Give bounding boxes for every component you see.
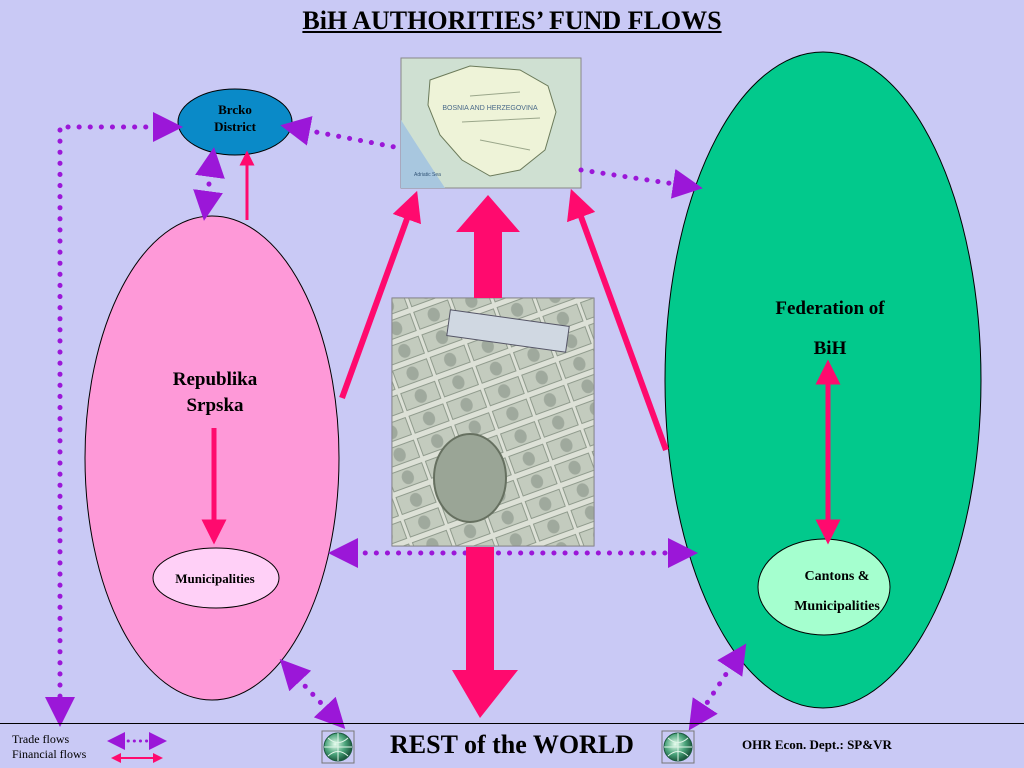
globe-icon-left — [321, 730, 355, 764]
rest-of-world-label: REST of the WORLD — [390, 730, 634, 759]
trade-flow-brcko-rs — [193, 147, 225, 221]
bih-map-image: BOSNIA AND HERZEGOVINA Adriatic Sea — [400, 57, 582, 189]
map-sea-label: Adriatic Sea — [414, 172, 441, 178]
globe-icon-right — [661, 730, 695, 764]
rs-municipalities-label: Municipalities — [175, 571, 255, 586]
credit-label: OHR Econ. Dept.: SP&VR — [742, 737, 892, 752]
cantons-label-line2: Municipalities — [794, 599, 880, 614]
trade-flow-federation-world — [688, 643, 747, 731]
federation-label-line1: Federation of — [775, 298, 885, 319]
federation-label-line2: BiH — [813, 338, 847, 359]
trade-flow-map-federation — [578, 167, 703, 199]
rs-label-line1: Republika — [172, 369, 258, 390]
cantons-label: Cantons & Municipalities — [762, 562, 912, 622]
financial-flow-rs-state — [339, 190, 421, 400]
legend-trade-label: Trade flows — [12, 732, 70, 746]
financial-flow-fed-state — [567, 188, 669, 452]
money-image — [391, 297, 595, 547]
federation-label: Federation of BiH — [740, 289, 920, 369]
cantons-label-line1: Cantons & — [804, 569, 870, 584]
trade-flow-brcko-world — [45, 112, 183, 727]
legend: Trade flows Financial flows — [12, 732, 86, 762]
trade-flow-brcko-federation — [280, 116, 403, 151]
brcko-label-line1: Brcko — [218, 102, 252, 117]
republika-srpska-label: Republika Srpska — [140, 367, 290, 419]
legend-financial-label: Financial flows — [12, 747, 87, 761]
financial-flow-money-world — [452, 547, 518, 718]
trade-flow-rs-world — [279, 659, 346, 729]
brcko-label: Brcko District — [180, 101, 290, 135]
financial-flow-money-state — [456, 195, 520, 298]
brcko-label-line2: District — [214, 119, 256, 134]
map-country-label: BOSNIA AND HERZEGOVINA — [442, 105, 538, 112]
rs-label-line2: Srpska — [186, 395, 244, 416]
footer-divider — [0, 723, 1024, 724]
page-title: BiH AUTHORITIES’ FUND FLOWS — [302, 6, 722, 35]
